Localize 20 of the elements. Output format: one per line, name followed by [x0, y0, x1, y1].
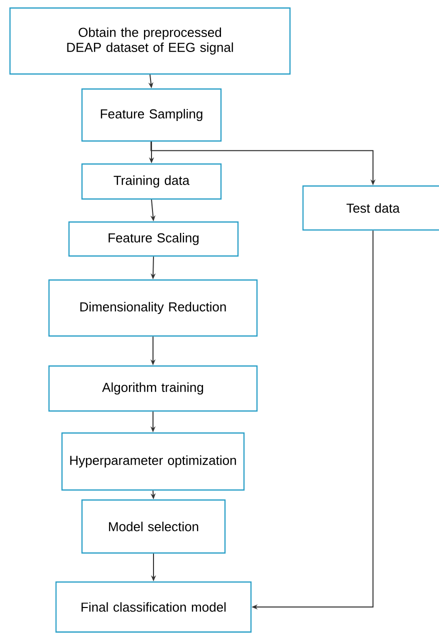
- process-box: [81, 163, 222, 200]
- process-box: [61, 432, 245, 491]
- process-box: [68, 221, 239, 257]
- process-box: [55, 581, 252, 633]
- node-label: Model selection: [109, 522, 198, 532]
- process-box: [81, 499, 226, 554]
- node-label: Feature Sampling: [100, 108, 202, 122]
- node-label: Training data: [114, 175, 190, 188]
- process-box: [48, 279, 258, 337]
- process-box: [9, 7, 291, 75]
- process-box: [81, 88, 222, 142]
- node-label: Test data: [346, 203, 400, 213]
- node-label: Hyperparameter optimization: [70, 455, 236, 468]
- node-label: Dimensionality Reduction: [80, 302, 226, 314]
- node-label: Feature Scaling: [108, 232, 199, 246]
- process-box: [302, 185, 439, 231]
- node-label: Final classification model: [82, 602, 226, 612]
- node-label: Algorithm training: [102, 382, 204, 395]
- node-label: Obtain the preprocessed DEAP dataset of EEG signal: [67, 27, 233, 55]
- process-box: [48, 365, 258, 412]
